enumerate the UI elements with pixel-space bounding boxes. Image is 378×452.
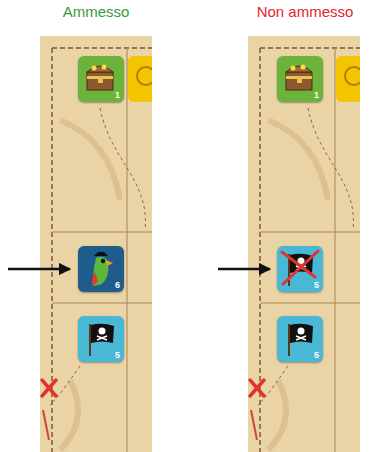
- tile-number: 6: [115, 281, 120, 290]
- panel-heading: Ammesso: [63, 3, 130, 20]
- tile-number: 1: [115, 91, 120, 100]
- game-tile: 1: [78, 56, 124, 102]
- game-tile: 5: [277, 246, 323, 292]
- map-panel: Ammesso 1 6 5: [0, 0, 196, 452]
- cross-mark: [282, 251, 318, 284]
- pointer-arrow: [8, 268, 70, 271]
- tile-number: 5: [115, 351, 120, 360]
- map-panel: Non ammesso 1 5 5: [200, 0, 378, 452]
- game-tile: 6: [78, 246, 124, 292]
- tile-number: 5: [314, 281, 319, 290]
- game-tile: 1: [277, 56, 323, 102]
- tile-number: 1: [314, 91, 319, 100]
- panel-heading: Non ammesso: [257, 3, 354, 20]
- game-tile: 5: [78, 316, 124, 362]
- pointer-arrow: [218, 268, 270, 271]
- tile-number: 5: [314, 351, 319, 360]
- wheel-tile: [128, 36, 162, 116]
- game-tile: 5: [277, 316, 323, 362]
- wheel-tile: [336, 36, 378, 116]
